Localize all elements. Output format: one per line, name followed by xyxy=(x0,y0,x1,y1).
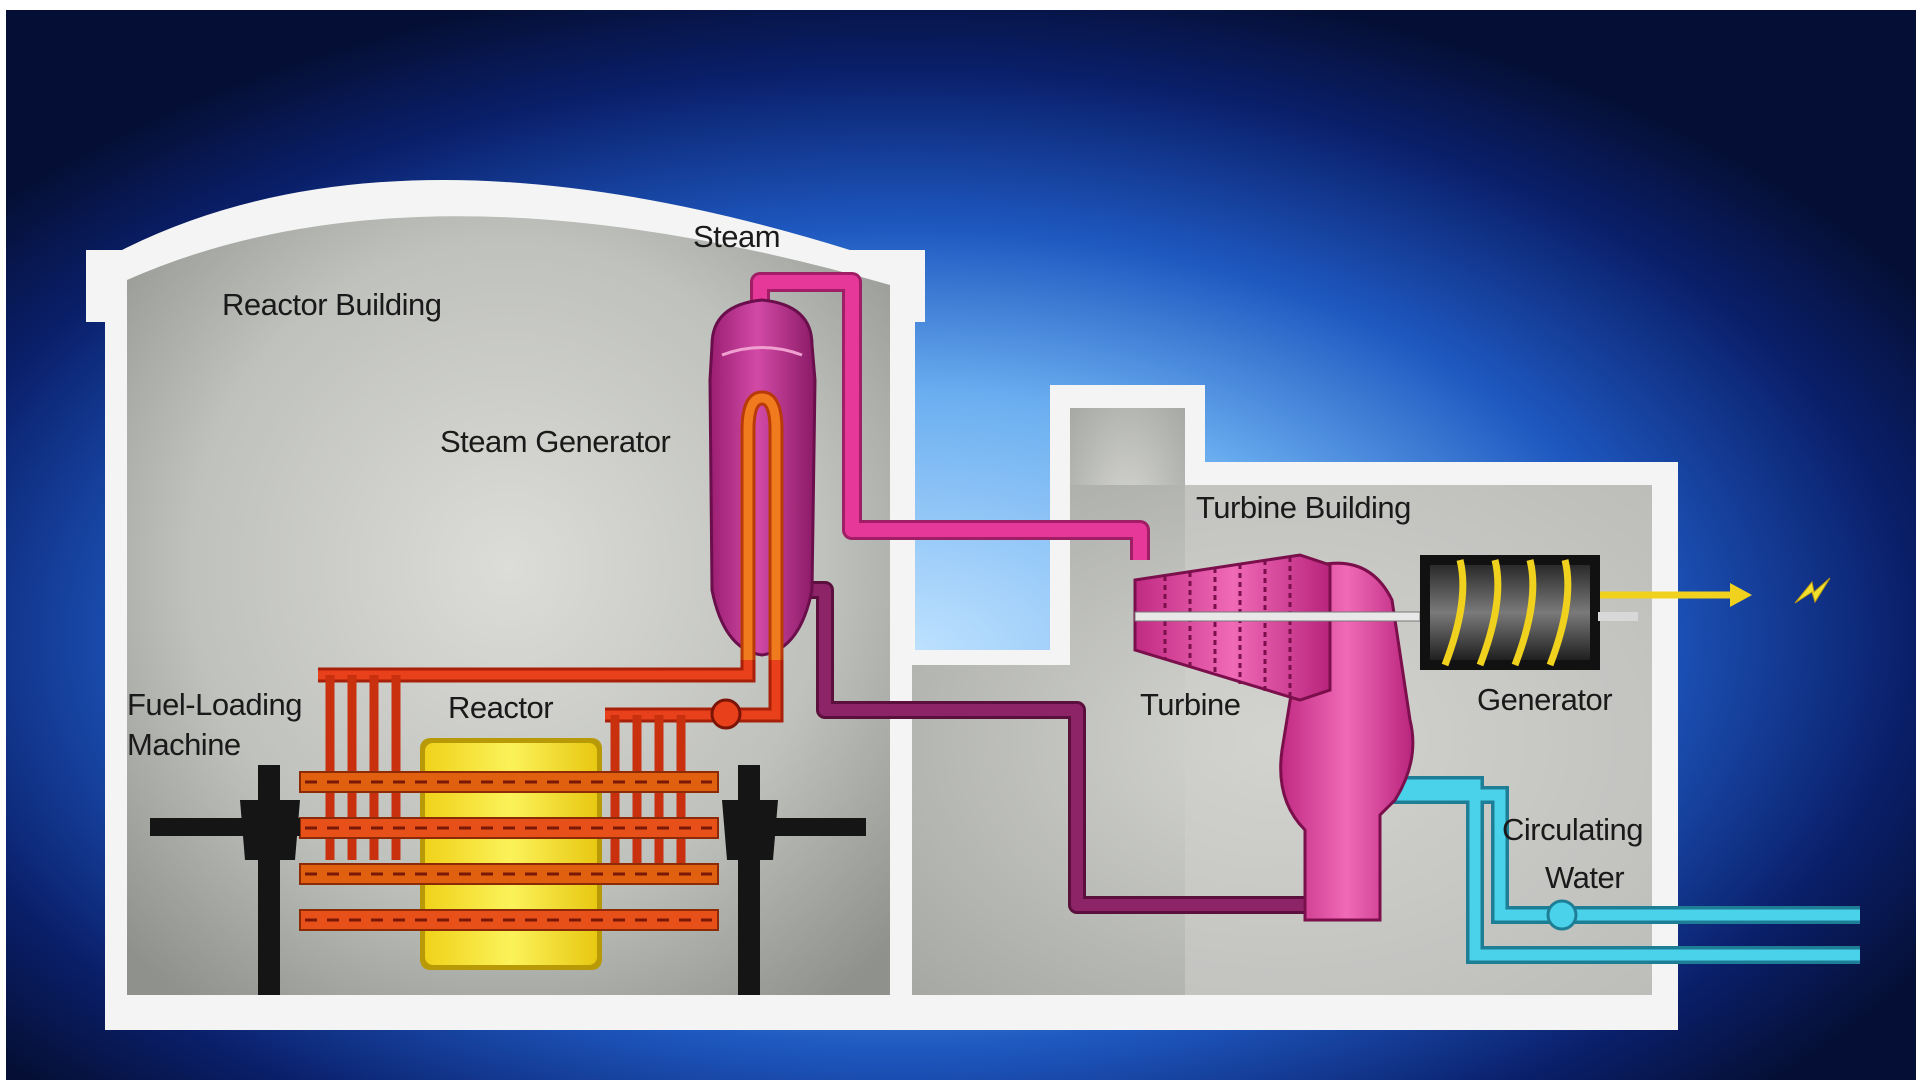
reactor-label: Reactor xyxy=(448,690,553,725)
lightning-bolt-icon xyxy=(1794,577,1831,604)
fuel-loading-machine-left xyxy=(150,765,300,995)
fuel-loading-label-line2: Machine xyxy=(127,727,241,762)
steam-label: Steam xyxy=(693,219,780,254)
generator xyxy=(1420,555,1638,670)
turbine-building-label: Turbine Building xyxy=(1196,490,1411,525)
fuel-loading-label-line1: Fuel-Loading xyxy=(127,687,302,722)
condensate-pipe xyxy=(810,581,1320,914)
electricity-output xyxy=(1600,577,1831,607)
steam-generator xyxy=(708,298,817,665)
fuel-loading-machine-right xyxy=(722,765,866,995)
steam-generator-label: Steam Generator xyxy=(440,424,670,459)
generator-label: Generator xyxy=(1477,682,1612,717)
reactor-core xyxy=(299,738,719,970)
steam-pipe xyxy=(750,272,1150,560)
circulating-water-label-line2: Water xyxy=(1545,860,1624,895)
turbine-label: Turbine xyxy=(1140,687,1240,722)
turbine xyxy=(1133,553,1421,922)
diagram-labels: Reactor Building Steam Steam Generator T… xyxy=(127,219,1643,895)
circulating-water-label-line1: Circulating xyxy=(1502,812,1643,847)
reactor-building-label: Reactor Building xyxy=(222,287,441,322)
